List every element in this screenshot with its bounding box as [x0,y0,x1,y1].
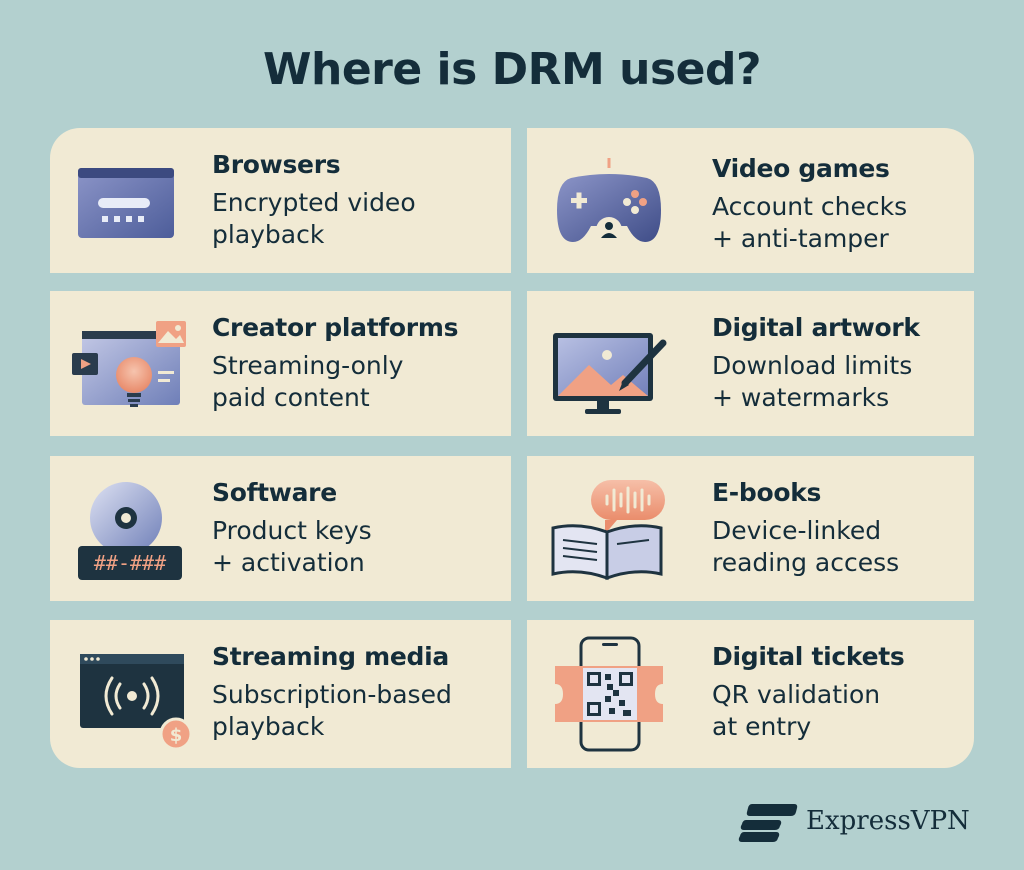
card-digital-artwork: Digital artwork Download limits + waterm… [527,291,974,436]
card-description: Download limits + watermarks [712,351,913,412]
card-description: Account checks + anti-tamper [712,192,908,253]
card-heading: Streaming media [212,642,449,671]
card-heading: Creator platforms [212,313,459,342]
card-description: QR validation at entry [712,680,881,741]
card-streaming-media: $ Streaming media Subscription-based pla… [50,620,511,768]
card-digital-tickets: Digital tickets QR validation at entry [527,620,974,768]
expressvpn-logo-icon [738,804,798,842]
brand-name: ExpressVPN [806,806,970,836]
creator-content-icon [72,321,186,407]
open-book-audio-icon [551,480,665,581]
page-title: Where is DRM used? [262,44,762,95]
card-description: Streaming-only paid content [212,351,404,412]
card-description: Device-linked reading access [712,516,900,577]
use-case-grid: Browsers Encrypted video playback Vide [50,128,974,768]
card-description: Subscription-based playback [212,680,452,741]
card-heading: Video games [712,154,890,183]
svg-text:$: $ [170,725,183,746]
monitor-artwork-icon [553,333,667,414]
card-software: ##-### Software Product keys + activatio… [50,456,511,601]
card-description: Product keys + activation [212,516,372,577]
gamepad-icon [557,158,661,243]
phone-ticket-qr-icon [555,636,663,752]
card-heading: Digital artwork [712,313,920,342]
disc-product-key-icon: ##-### [78,482,182,580]
card-heading: Software [212,478,337,507]
streaming-broadcast-icon: $ [80,654,192,751]
card-heading: Digital tickets [712,642,905,671]
card-description: Encrypted video playback [212,188,416,249]
card-e-books: E-books Device-linked reading access [527,456,974,601]
card-creator-platforms: Creator platforms Streaming-only paid co… [50,291,511,436]
brand-logo: ExpressVPN [738,798,978,848]
card-heading: E-books [712,478,822,507]
card-video-games: Video games Account checks + anti-tamper [527,128,974,273]
card-heading: Browsers [212,150,341,179]
browser-window-icon [78,168,174,238]
card-browsers: Browsers Encrypted video playback [50,128,511,273]
product-key-text: ##-### [94,551,166,575]
